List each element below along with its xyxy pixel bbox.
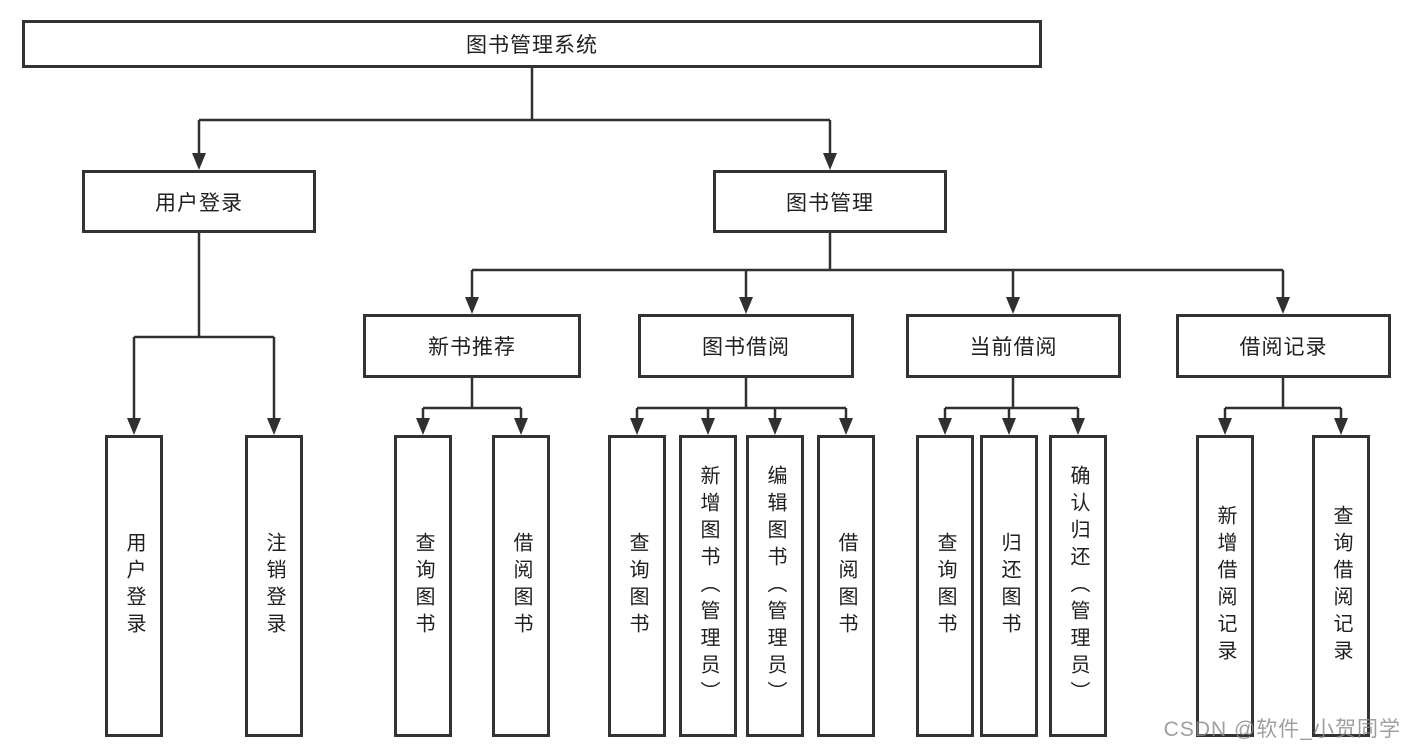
node-book-management: 图书管理 xyxy=(713,170,947,233)
leaf-add-borrow-record: 新增借阅记录 xyxy=(1196,435,1254,737)
node-user-login: 用户登录 xyxy=(82,170,316,233)
leaf-confirm-return-admin: 确认归还（管理员） xyxy=(1049,435,1107,737)
leaf-query-borrow-record-label: 查询借阅记录 xyxy=(1330,505,1352,667)
connector-edges xyxy=(132,68,1343,419)
leaf-recommend-borrow-books-label: 借阅图书 xyxy=(510,532,532,640)
leaf-recommend-borrow-books: 借阅图书 xyxy=(492,435,550,737)
watermark: CSDN @软件_小贺同学 xyxy=(1163,718,1401,741)
node-borrowing-records-label: 借阅记录 xyxy=(1239,336,1328,359)
node-current-borrowing-label: 当前借阅 xyxy=(969,336,1058,359)
leaf-query-borrow-record: 查询借阅记录 xyxy=(1312,435,1370,737)
node-book-borrowing: 图书借阅 xyxy=(638,314,854,378)
node-borrowing-records: 借阅记录 xyxy=(1176,314,1391,378)
leaf-recommend-query-books-label: 查询图书 xyxy=(412,532,434,640)
node-book-management-label: 图书管理 xyxy=(786,191,874,215)
leaf-current-query-books: 查询图书 xyxy=(916,435,974,737)
node-library-management-system-label: 图书管理系统 xyxy=(466,34,598,57)
leaf-logout-login: 注销登录 xyxy=(245,435,303,737)
leaf-logout-login-label: 注销登录 xyxy=(263,532,285,640)
node-current-borrowing: 当前借阅 xyxy=(906,314,1121,378)
leaf-add-books-admin-label: 新增图书（管理员） xyxy=(697,464,719,708)
leaf-edit-books-admin-label: 编辑图书（管理员） xyxy=(764,464,786,708)
node-new-book-recommendation-label: 新书推荐 xyxy=(428,336,516,359)
node-user-login-label: 用户登录 xyxy=(155,191,243,215)
node-new-book-recommendation: 新书推荐 xyxy=(363,314,581,378)
leaf-return-books-label: 归还图书 xyxy=(998,532,1020,640)
node-book-borrowing-label: 图书借阅 xyxy=(702,336,790,359)
leaf-confirm-return-admin-label: 确认归还（管理员） xyxy=(1067,464,1089,708)
leaf-user-login: 用户登录 xyxy=(105,435,163,737)
leaf-borrowing-query-books: 查询图书 xyxy=(608,435,666,737)
leaf-return-books: 归还图书 xyxy=(980,435,1038,737)
arrowheads xyxy=(127,153,1348,435)
leaf-borrowing-query-books-label: 查询图书 xyxy=(626,532,648,640)
leaf-edit-books-admin: 编辑图书（管理员） xyxy=(746,435,804,737)
leaf-current-query-books-label: 查询图书 xyxy=(934,532,956,640)
leaf-add-books-admin: 新增图书（管理员） xyxy=(679,435,737,737)
leaf-user-login-label: 用户登录 xyxy=(123,532,145,640)
leaf-borrowing-borrow-books-label: 借阅图书 xyxy=(835,532,857,640)
leaf-recommend-query-books: 查询图书 xyxy=(394,435,452,737)
leaf-borrowing-borrow-books: 借阅图书 xyxy=(817,435,875,737)
leaf-add-borrow-record-label: 新增借阅记录 xyxy=(1214,505,1236,667)
node-library-management-system: 图书管理系统 xyxy=(22,20,1042,68)
